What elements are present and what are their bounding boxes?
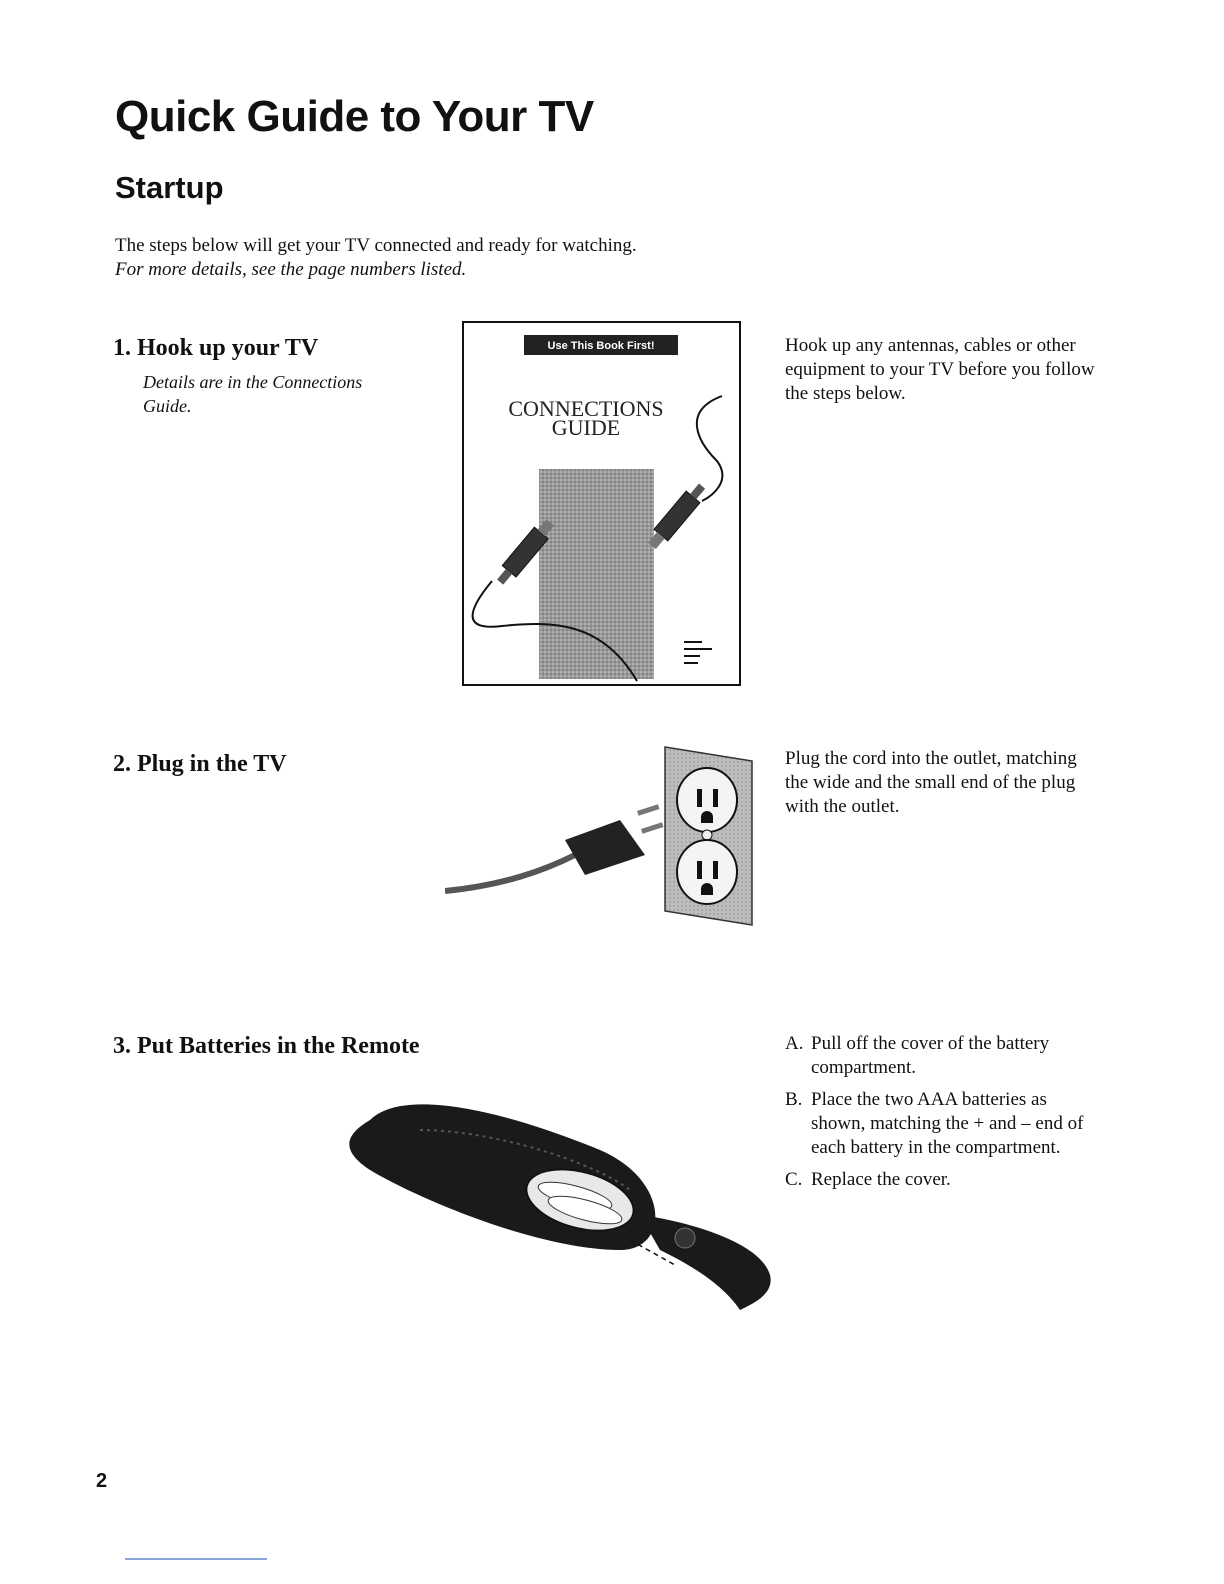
intro-note: For more details, see the page numbers l… xyxy=(115,259,467,280)
booklet-title-line2: GUIDE xyxy=(552,415,620,440)
subtitle-line: Details are in the Connections xyxy=(143,372,363,392)
booklet-cover-panel xyxy=(539,469,654,679)
intro-line: The steps below will get your TV connect… xyxy=(115,235,637,256)
connections-guide-illustration: Use This Book First! CONNECTIONS GUIDE xyxy=(462,321,741,686)
step-number: 1. xyxy=(113,335,131,361)
instruction-letter: A. xyxy=(785,1033,804,1054)
instruction-item: C. Replace the cover. xyxy=(785,1168,1085,1192)
step-3-instructions: A. Pull off the cover of the battery comp… xyxy=(785,1032,1085,1200)
step-2-description: Plug the cord into the outlet, matching … xyxy=(785,748,1077,817)
step-number: 2. xyxy=(113,751,131,777)
connector-left xyxy=(497,519,555,585)
booklet-fineprint xyxy=(684,641,712,664)
booklet-banner: Use This Book First! xyxy=(548,340,655,352)
connector-right xyxy=(648,483,706,550)
step-1-description: Hook up any antennas, cables or other eq… xyxy=(785,335,1095,404)
booklet-title-line1: CONNECTIONS xyxy=(508,396,663,421)
socket-lower xyxy=(676,839,738,905)
step-3-heading: 3.Put Batteries in the Remote xyxy=(113,1033,420,1060)
instruction-letter: C. xyxy=(785,1169,803,1190)
instruction-text: Place the two AAA batteries as shown, ma… xyxy=(811,1089,1084,1158)
plug-prong-wide xyxy=(637,804,660,816)
instruction-letter: B. xyxy=(785,1089,803,1110)
instruction-text: Replace the cover. xyxy=(811,1169,951,1190)
page-title: Quick Guide to Your TV xyxy=(115,92,594,141)
step-2-heading: 2.Plug in the TV xyxy=(113,751,287,778)
step-1-heading: 1.Hook up your TV xyxy=(113,335,318,362)
intro-text: The steps below will get your TV connect… xyxy=(115,234,637,282)
cable-left xyxy=(471,580,638,682)
step-title: Plug in the TV xyxy=(137,751,287,777)
step-1-subtitle: Details are in the Connections Guide. xyxy=(143,370,362,418)
page-number: 2 xyxy=(96,1470,108,1492)
battery-lower xyxy=(547,1195,623,1225)
plug-outlet-illustration xyxy=(444,746,753,926)
connections-guide-booklet: Use This Book First! CONNECTIONS GUIDE xyxy=(462,321,742,687)
remote-battery-compartment xyxy=(340,1090,780,1320)
instruction-item: B. Place the two AAA batteries as shown, … xyxy=(785,1088,1085,1160)
battery-cover xyxy=(640,1215,771,1310)
instruction-text: Pull off the cover of the battery compar… xyxy=(811,1033,1050,1078)
power-cord xyxy=(444,852,577,894)
remote-illustration xyxy=(349,1104,771,1310)
subtitle-line: Guide. xyxy=(143,396,192,416)
step-title: Put Batteries in the Remote xyxy=(137,1033,420,1059)
plug-prong-narrow xyxy=(641,822,664,834)
plug-body xyxy=(565,820,645,875)
plug-and-outlet xyxy=(444,745,757,930)
step-title: Hook up your TV xyxy=(137,335,319,361)
section-heading: Startup xyxy=(115,170,224,205)
footer-rule xyxy=(125,1558,267,1560)
cable-right xyxy=(695,395,724,502)
step-number: 3. xyxy=(113,1033,131,1059)
instruction-item: A. Pull off the cover of the battery comp… xyxy=(785,1032,1085,1080)
